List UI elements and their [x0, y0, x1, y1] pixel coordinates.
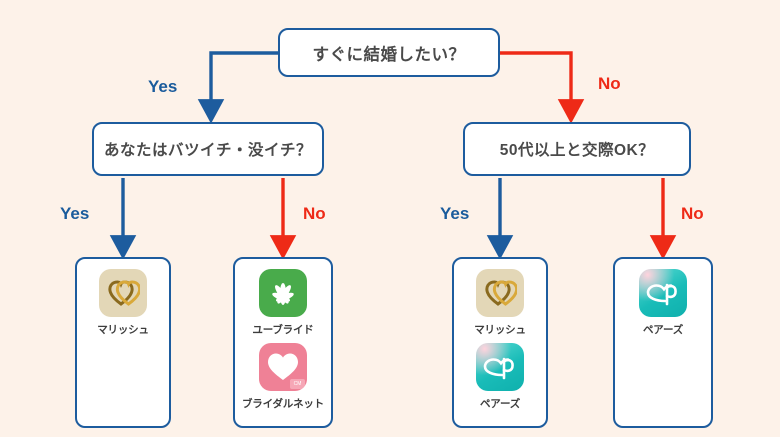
edge-label-root-yes: Yes — [148, 77, 178, 96]
result-card-4[interactable]: ペアーズ — [613, 257, 713, 428]
decision-left-text: あなたはバツイチ・没イチ？ — [103, 142, 312, 159]
result-card-3[interactable]: マリッシュ ペアーズ — [452, 257, 548, 428]
app-name-label: マリッシュ — [97, 324, 149, 336]
result-card-1[interactable]: マリッシュ — [75, 257, 171, 428]
app-entry[interactable]: CM ブライダルネット — [242, 343, 324, 411]
edge-label-root-no: No — [598, 74, 621, 93]
app-name-label: ブライダルネット — [242, 398, 324, 410]
app-entry[interactable]: ペアーズ — [476, 343, 524, 411]
marrish-icon — [99, 269, 147, 317]
app-entry[interactable]: ペアーズ — [639, 269, 687, 337]
decision-box-right[interactable]: 50代以上と交際OK？ — [463, 122, 691, 176]
app-name-label: マリッシュ — [474, 324, 526, 336]
edge-label-right-no: No — [681, 204, 704, 223]
app-entry[interactable]: マリッシュ — [474, 269, 526, 337]
edge-label-left-no: No — [303, 204, 326, 223]
decision-box-root[interactable]: すぐに結婚したい？ — [278, 28, 500, 77]
marrish-icon — [476, 269, 524, 317]
decision-root-text: すぐに結婚したい？ — [312, 45, 466, 64]
app-name-label: ユーブライド — [252, 324, 314, 336]
edge-label-left-yes: Yes — [60, 204, 90, 223]
result-card-2[interactable]: ユーブライド CM ブライダルネット — [233, 257, 333, 428]
pairs-icon — [476, 343, 524, 391]
edge-label-right-yes: Yes — [440, 204, 470, 223]
edge-root-no — [500, 51, 585, 124]
app-entry[interactable]: ユーブライド — [252, 269, 314, 337]
decision-box-left[interactable]: あなたはバツイチ・没イチ？ — [92, 122, 324, 176]
youbride-icon — [258, 269, 307, 317]
app-name-label: ペアーズ — [642, 324, 684, 336]
bridalnet-badge: CM — [289, 379, 305, 389]
app-entry[interactable]: マリッシュ — [97, 269, 149, 337]
decision-right-text: 50代以上と交際OK？ — [499, 142, 655, 159]
pairs-icon — [639, 269, 687, 317]
edge-root-yes — [197, 51, 278, 124]
app-name-label: ペアーズ — [479, 398, 521, 410]
bridalnet-icon: CM — [258, 343, 307, 391]
